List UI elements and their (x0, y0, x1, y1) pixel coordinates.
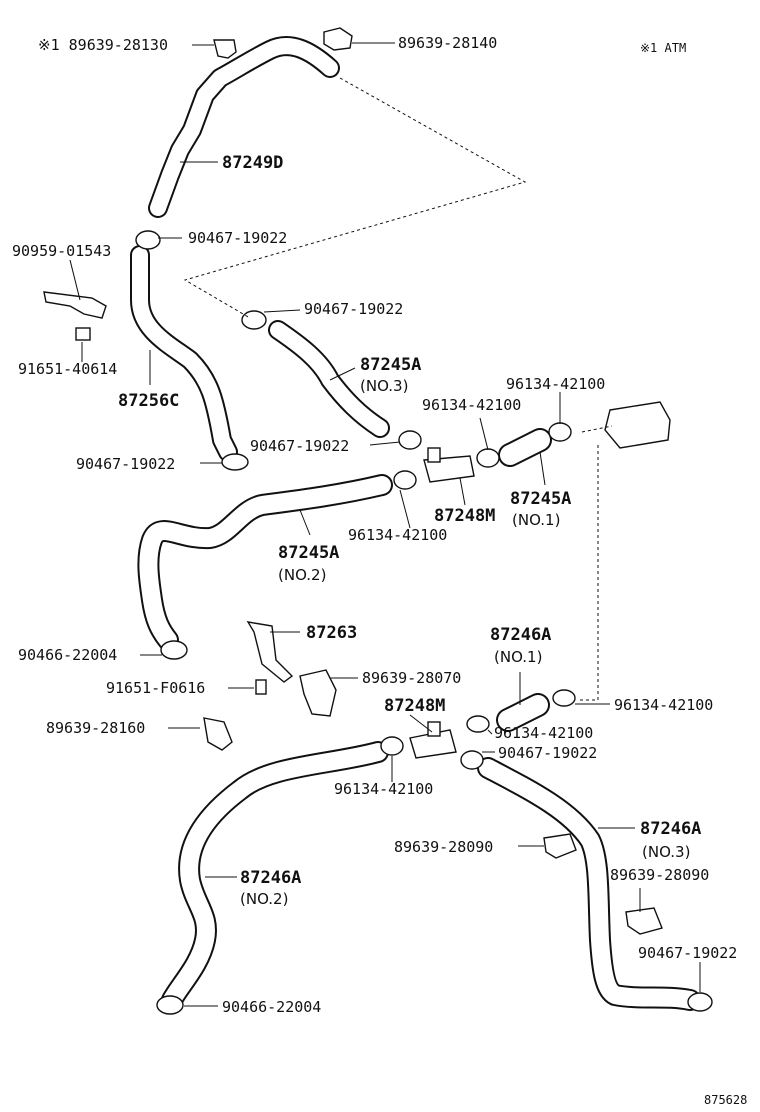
clip-89639-28090-b[interactable] (625, 907, 663, 935)
clamp-90467-19022-c[interactable] (398, 430, 422, 450)
dashed-connector-right (580, 445, 599, 701)
label-clamp-f: 90467-19022 (638, 944, 737, 962)
label-bolt-91651-40614: 91651-40614 (18, 360, 117, 378)
label-hose-87246a-no1: 87246A (490, 625, 551, 645)
label-clip-89639-28070: 89639-28070 (362, 669, 461, 687)
clip-89639-28090-a[interactable] (543, 833, 577, 859)
label-bracket-87263: 87263 (306, 623, 357, 643)
clamp-90467-19022-b[interactable] (241, 310, 267, 330)
hose-87246a-no3[interactable] (477, 757, 701, 1011)
label-clamp-c: 90467-19022 (250, 437, 349, 455)
hose-87245a-no1[interactable] (498, 428, 552, 467)
label-no2-a: (NO.2) (278, 566, 326, 584)
bolt-91651-f0616[interactable] (255, 679, 267, 695)
clamp-96134-42100-c[interactable] (393, 470, 417, 490)
label-top-note-part: ※1 89639-28130 (38, 36, 168, 54)
label-clamp-a: 90467-19022 (188, 229, 287, 247)
label-bolt-91651-f0616: 91651-F0616 (106, 679, 205, 697)
label-clamp-e: 90467-19022 (498, 744, 597, 762)
hose-87249d[interactable] (148, 36, 340, 218)
label-hose-87246a-no3: 87246A (640, 819, 701, 839)
label-clamp-96134-d: 96134-42100 (614, 696, 713, 714)
label-clamp-96134-e: 96134-42100 (494, 724, 593, 742)
label-no3-b: (NO.3) (642, 843, 690, 861)
label-hose-87245a-no1: 87245A (510, 489, 571, 509)
label-clamp-96134-a: 96134-42100 (506, 375, 605, 393)
label-joint-87248m-a: 87248M (434, 506, 495, 526)
label-hose-87249d: 87249D (222, 153, 283, 173)
label-no2-b: (NO.2) (240, 890, 288, 908)
clamp-96134-42100-d[interactable] (552, 689, 576, 707)
figure-number: 875628 (704, 1093, 747, 1107)
clamp-96134-42100-b[interactable] (476, 448, 500, 468)
label-clamp-96134-b: 96134-42100 (422, 396, 521, 414)
clamp-96134-42100-f[interactable] (380, 736, 404, 756)
label-bracket-90959: 90959-01543 (12, 242, 111, 260)
clip-89639-28160[interactable] (203, 717, 233, 751)
clamp-90466-22004-b[interactable] (156, 995, 184, 1015)
clamp-96134-42100-e[interactable] (466, 715, 490, 733)
label-clamp-90466-b: 90466-22004 (222, 998, 321, 1016)
label-clamp-96134-f: 96134-42100 (334, 780, 433, 798)
label-no3-a: (NO.3) (360, 377, 408, 395)
clip-89639-28140[interactable] (323, 27, 353, 51)
label-clamp-96134-c: 96134-42100 (348, 526, 447, 544)
label-joint-87248m-b: 87248M (384, 696, 445, 716)
leader-lines (69, 42, 701, 1007)
label-clamp-90466-a: 90466-22004 (18, 646, 117, 664)
label-hose-87256c: 87256C (118, 391, 179, 411)
hose-87246a-no1[interactable] (496, 693, 550, 732)
label-clip-89639-28090-a: 89639-28090 (394, 838, 493, 856)
heater-pipe-outlet (604, 401, 671, 449)
joint-87248m-a[interactable] (423, 447, 475, 483)
dashed-connector-upper (183, 77, 527, 319)
hose-87246a-no2[interactable] (161, 741, 389, 1011)
clamp-90466-22004-a[interactable] (160, 640, 188, 660)
label-clip-89639-28160: 89639-28160 (46, 719, 145, 737)
label-no1-b: (NO.1) (494, 648, 542, 666)
clamp-90467-19022-e[interactable] (460, 750, 484, 770)
clamp-90467-19022-a[interactable] (135, 230, 161, 250)
bracket-87263[interactable] (246, 621, 294, 683)
bracket-90959-01543[interactable] (43, 291, 107, 319)
joint-87248m-b[interactable] (409, 721, 457, 759)
label-hose-87245a-no3: 87245A (360, 355, 421, 375)
clip-89639-28130[interactable] (213, 39, 237, 59)
bolt-91651-40614[interactable] (75, 327, 91, 341)
hose-87256c[interactable] (130, 245, 238, 462)
dashed-connector-pipe (581, 425, 613, 433)
hose-87245a-no2[interactable] (137, 474, 393, 651)
label-clip-89639-28140: 89639-28140 (398, 34, 497, 52)
label-clamp-d: 90467-19022 (76, 455, 175, 473)
label-clip-89639-28090-b: 89639-28090 (610, 866, 709, 884)
clamp-90467-19022-f[interactable] (687, 992, 713, 1012)
label-note-atm: ※1 ATM (640, 41, 686, 55)
label-hose-87246a-no2: 87246A (240, 868, 301, 888)
label-hose-87245a-no2: 87245A (278, 543, 339, 563)
clamp-96134-42100-a[interactable] (548, 422, 572, 442)
label-no1-a: (NO.1) (512, 511, 560, 529)
label-clamp-b: 90467-19022 (304, 300, 403, 318)
clip-89639-28070[interactable] (299, 669, 337, 717)
clamp-90467-19022-d[interactable] (221, 453, 249, 471)
